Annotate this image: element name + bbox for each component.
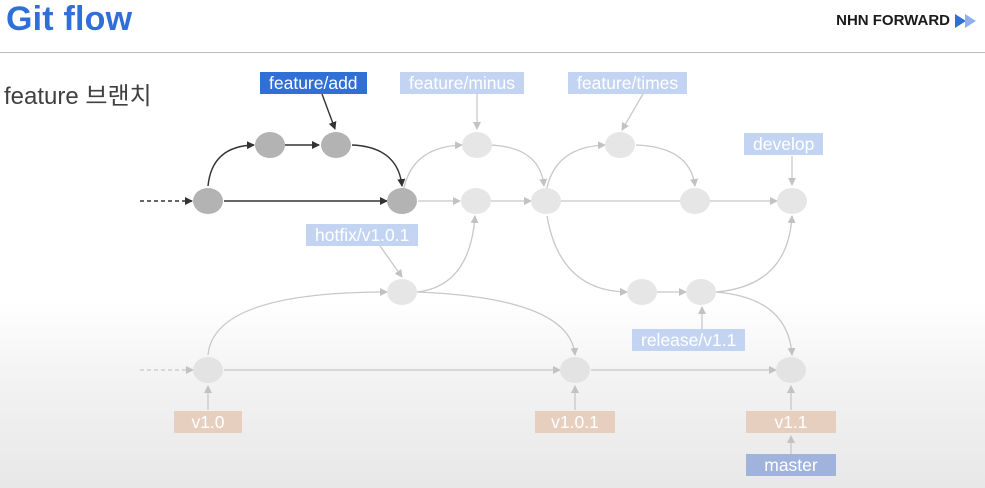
commit-add-2 (321, 132, 351, 158)
label-release: release/v1.1 (632, 329, 746, 351)
add-branch-out (207, 141, 255, 187)
commit-develop-merge-times (680, 188, 710, 214)
label-feature-add: feature/add (260, 72, 367, 94)
release-merge-master (715, 291, 796, 356)
fast-forward-icon (955, 13, 979, 28)
hotfix-merge-develop (416, 215, 479, 293)
pointer-hotfix (379, 245, 403, 278)
commit-hotfix-1 (387, 279, 417, 305)
label-master: master (746, 454, 836, 476)
label-feature-times: feature/times (568, 72, 688, 94)
commit-master-v1-0-1 (560, 357, 590, 383)
commit-master-v1-1 (776, 357, 806, 383)
commit-master-v1-0 (193, 357, 223, 383)
commit-add-1 (255, 132, 285, 158)
hotfix-merge-master (416, 291, 579, 356)
add-merge-in (351, 144, 406, 187)
commit-release-1 (627, 279, 657, 305)
minus-merge-in (489, 144, 548, 187)
pointer-feature-times (621, 93, 644, 131)
release-merge-develop (715, 215, 796, 293)
page-title: Git flow (6, 0, 133, 38)
label-tag-v1-0: v1.0 (174, 411, 242, 433)
header-divider (0, 52, 985, 53)
commit-develop-merge-release (777, 188, 807, 214)
label-hotfix: hotfix/v1.0.1 (306, 224, 419, 246)
slide-subtitle: feature 브랜치 (4, 83, 152, 110)
commit-release-2 (686, 279, 716, 305)
release-branch-out (546, 215, 628, 296)
label-develop: develop (744, 133, 824, 155)
commit-develop-merge-minus (531, 188, 561, 214)
label-feature-minus: feature/minus (400, 72, 525, 94)
times-merge-in (635, 144, 699, 187)
commit-times-1 (605, 132, 635, 158)
brand-name: NHN FORWARD (836, 12, 950, 29)
label-tag-v1-1: v1.1 (746, 411, 836, 433)
commit-develop-1 (193, 188, 223, 214)
commit-develop-merge-hotfix (461, 188, 491, 214)
pointer-feature-add (321, 93, 337, 130)
commit-minus-1 (462, 132, 492, 158)
brand-logo: NHN FORWARD (836, 12, 979, 29)
commit-develop-merge-add (387, 188, 417, 214)
label-tag-v1-0-1: v1.0.1 (535, 411, 615, 433)
hotfix-branch-out (207, 288, 388, 356)
